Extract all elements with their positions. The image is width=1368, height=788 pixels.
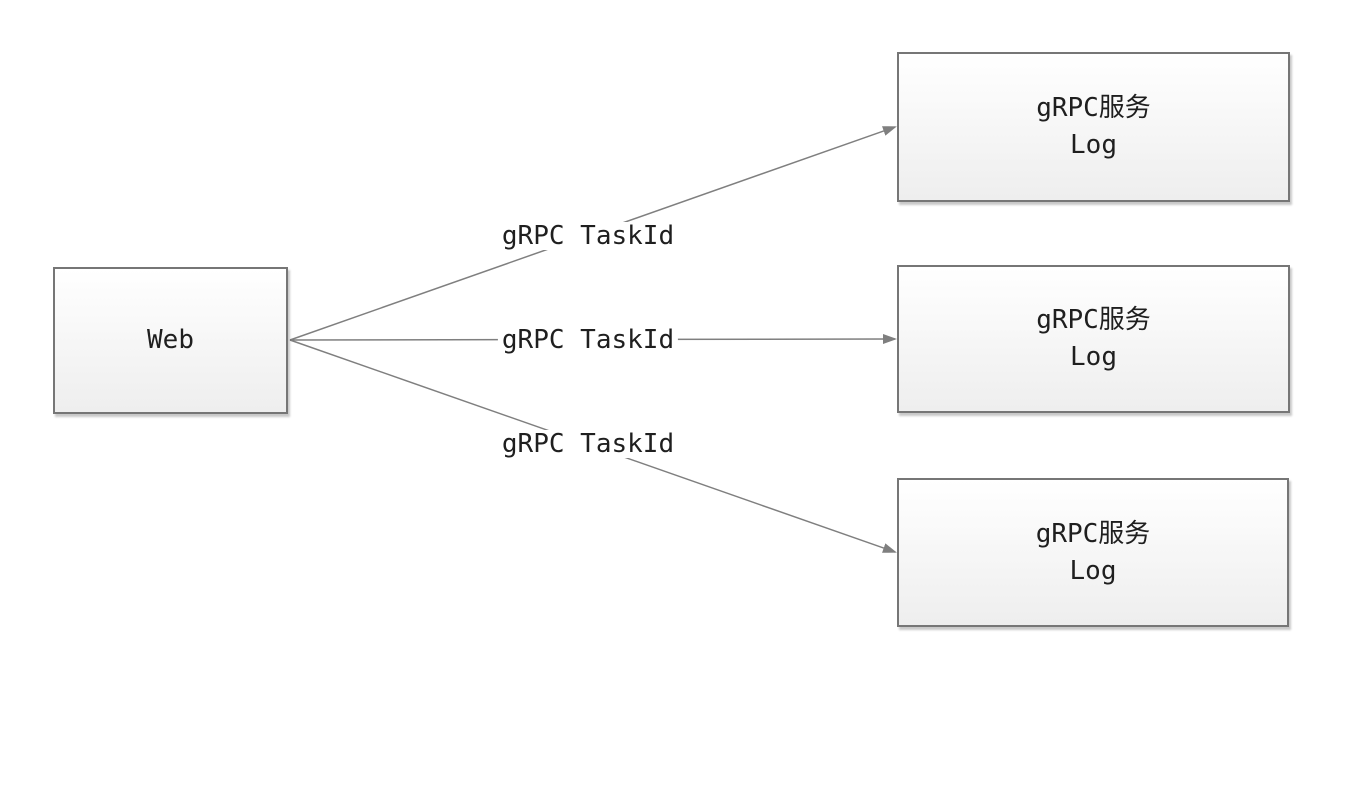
node-label: Log [1070, 130, 1117, 160]
edge-label: gRPC TaskId [497, 222, 679, 250]
edge-label: gRPC TaskId [497, 430, 679, 458]
node-web: Web [53, 267, 288, 414]
node-label: Web [147, 325, 194, 355]
node-label: Log [1069, 555, 1117, 586]
node-grpc-service-1: gRPC服务 Log [897, 52, 1290, 202]
node-label: gRPC服务 [1036, 93, 1151, 123]
node-grpc-service-3: gRPC服务 Log [897, 478, 1289, 627]
edge-label: gRPC TaskId [497, 326, 679, 354]
node-label: Log [1070, 342, 1117, 372]
node-label: gRPC服务 [1035, 518, 1151, 549]
node-label: gRPC服务 [1036, 305, 1151, 335]
node-grpc-service-2: gRPC服务 Log [897, 265, 1290, 413]
